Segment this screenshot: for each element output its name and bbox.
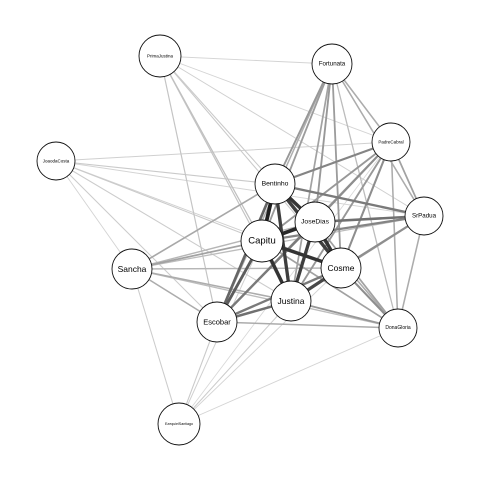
edge-fortunata-donaglo — [331, 63, 399, 329]
node-label: Justina — [278, 296, 305, 306]
node-label: PadreCabral — [378, 140, 403, 145]
node-justina[interactable]: Justina — [270, 280, 312, 322]
edge-joaocosta-escobar — [55, 160, 218, 323]
edge-padre-cosme — [339, 140, 393, 270]
edge-fortunata-justina — [290, 63, 333, 302]
edge-padre-bentinho — [273, 140, 393, 186]
edge-josedias-escobar — [215, 220, 317, 324]
node-fortunata[interactable]: Fortunata — [311, 43, 353, 85]
edge-donaglo-sancha — [131, 268, 399, 329]
edge-primajusti-padre — [159, 55, 392, 143]
node-donaglo[interactable]: DonaGloria — [378, 308, 418, 348]
node-cosme[interactable]: Cosme — [320, 247, 362, 289]
edge-primajusti-bentinho — [159, 55, 276, 185]
edge-primajusti-capitu — [159, 55, 263, 242]
edge-joaocosta-sirpadua — [55, 160, 425, 217]
node-label: SrPadua — [412, 213, 437, 220]
node-primajusti[interactable]: PrimaJustina — [138, 34, 182, 78]
edge-sancha-cosme — [131, 267, 342, 270]
node-label: JoseDias — [301, 219, 330, 226]
node-label: PrimaJustina — [147, 54, 174, 59]
edge-joaocosta-capitu — [55, 160, 263, 242]
edge-primajusti-fortunata — [159, 55, 333, 65]
edge-capitu-sirpadua — [260, 214, 426, 243]
edge-sancha-josedias — [131, 221, 316, 270]
edge-ezequiel-justina — [178, 300, 292, 425]
edge-padre-capitu — [261, 141, 392, 242]
node-josedias[interactable]: JoseDias — [294, 201, 336, 243]
node-sirpadua[interactable]: SrPadua — [404, 196, 444, 236]
edge-joaocosta-bentinho — [55, 160, 276, 185]
edge-sancha-capitu — [131, 240, 263, 270]
edge-sancha-bentinho — [131, 183, 276, 270]
edge-joaocosta-sancha — [55, 160, 133, 270]
edge-bentinho-sirpadua — [273, 182, 426, 218]
node-label: EzequielSantiago — [165, 422, 193, 426]
node-label: Bentinho — [262, 181, 289, 188]
edge-primajusti-escobar — [159, 55, 218, 323]
node-escobar[interactable]: Escobar — [196, 301, 238, 343]
edge-fortunata-capitu — [261, 63, 333, 242]
edge-ezequiel-sancha — [131, 268, 180, 425]
node-label: Escobar — [203, 318, 231, 327]
edges-layer — [55, 55, 426, 425]
node-label: JoaodaCosta — [43, 159, 70, 164]
edge-fortunata-cosme — [331, 63, 342, 269]
node-bentinho[interactable]: Bentinho — [254, 163, 296, 205]
edge-fortunata-bentinho — [274, 63, 333, 185]
edge-ezequiel-donaglo — [178, 327, 399, 425]
node-label: Fortunata — [319, 61, 346, 68]
edge-primajusti-sirpadua — [159, 55, 425, 217]
node-label: Cosme — [328, 263, 355, 273]
node-label: Sancha — [118, 264, 147, 274]
node-padre[interactable]: PadreCabral — [371, 122, 411, 162]
node-joaocosta[interactable]: JoaodaCosta — [36, 141, 76, 181]
node-capitu[interactable]: Capitu — [240, 219, 284, 263]
edge-joaocosta-justina — [55, 160, 292, 302]
edge-donaglo-escobar — [216, 321, 399, 329]
edge-joaocosta-padre — [55, 141, 392, 162]
node-label: DonaGloria — [385, 325, 411, 331]
edge-sancha-justina — [131, 268, 292, 302]
node-label: Capitu — [248, 236, 275, 247]
edge-fortunata-josedias — [314, 63, 333, 223]
node-sancha[interactable]: Sancha — [111, 248, 153, 290]
node-ezequiel[interactable]: EzequielSantiago — [157, 402, 201, 446]
edge-ezequiel-cosme — [178, 267, 342, 425]
